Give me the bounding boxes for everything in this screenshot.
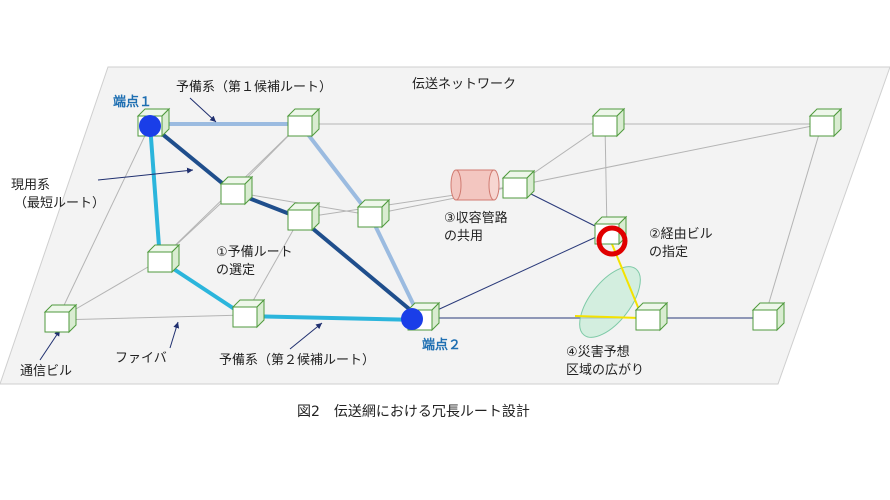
node-a — [286, 107, 321, 138]
point-4-label-line2: 区域の広がり — [566, 363, 644, 378]
backup-route-2-label: 予備系（第２候補ルート） — [219, 352, 375, 368]
endpoint-2-dot[interactable] — [401, 308, 423, 330]
point-2-label-line2: の指定 — [649, 245, 688, 260]
node-c — [808, 107, 843, 138]
arrow-backup-route-1 — [189, 97, 217, 123]
arrow-fiber — [169, 321, 180, 349]
arrow-building — [39, 329, 61, 361]
point-1-label-line2: の選定 — [216, 263, 255, 278]
backup-route-1-label: 予備系（第１候補ルート） — [176, 79, 332, 95]
disaster-area — [579, 266, 641, 338]
active-route-label-line1: 現用系 — [11, 178, 50, 193]
fiber-label: ファイバ — [115, 351, 167, 366]
node-building — [43, 303, 78, 334]
active-route-line — [148, 122, 422, 320]
node-b — [591, 107, 626, 138]
backup-route-2-line — [148, 123, 421, 322]
node-h — [146, 243, 181, 274]
node-k — [751, 301, 786, 332]
figure-caption: 図2 伝送網における冗長ルート設計 — [297, 404, 530, 420]
arrow-active-route — [97, 167, 194, 181]
node-e — [286, 201, 321, 232]
building-label: 通信ビル — [20, 364, 72, 379]
relay-building-marker — [596, 225, 628, 257]
point-4-label-line1: ④災害予想 — [566, 344, 630, 360]
backup-route-1-line — [150, 122, 422, 319]
endpoint-2-label: 端点２ — [422, 337, 461, 353]
endpoint-1-dot[interactable] — [139, 115, 161, 137]
network-title: 伝送ネットワーク — [412, 77, 516, 92]
point-3-label-line2: の共用 — [444, 229, 483, 244]
point-2-label-line1: ②経由ビル — [649, 227, 713, 242]
node-d — [219, 175, 254, 206]
arrow-backup-route-2 — [289, 322, 323, 350]
shared-conduit-cylinder — [450, 169, 500, 201]
active-route-label-line2: （最短ルート） — [14, 196, 105, 211]
point-1-label-line1: ①予備ルート — [216, 244, 293, 260]
affected-links — [574, 231, 641, 319]
node-j — [634, 301, 669, 332]
point-3-label-line1: ③収容管路 — [444, 210, 508, 226]
node-i — [231, 298, 266, 329]
endpoint-1-label: 端点１ — [113, 94, 152, 110]
node-g — [501, 169, 536, 200]
node-f — [356, 198, 391, 229]
